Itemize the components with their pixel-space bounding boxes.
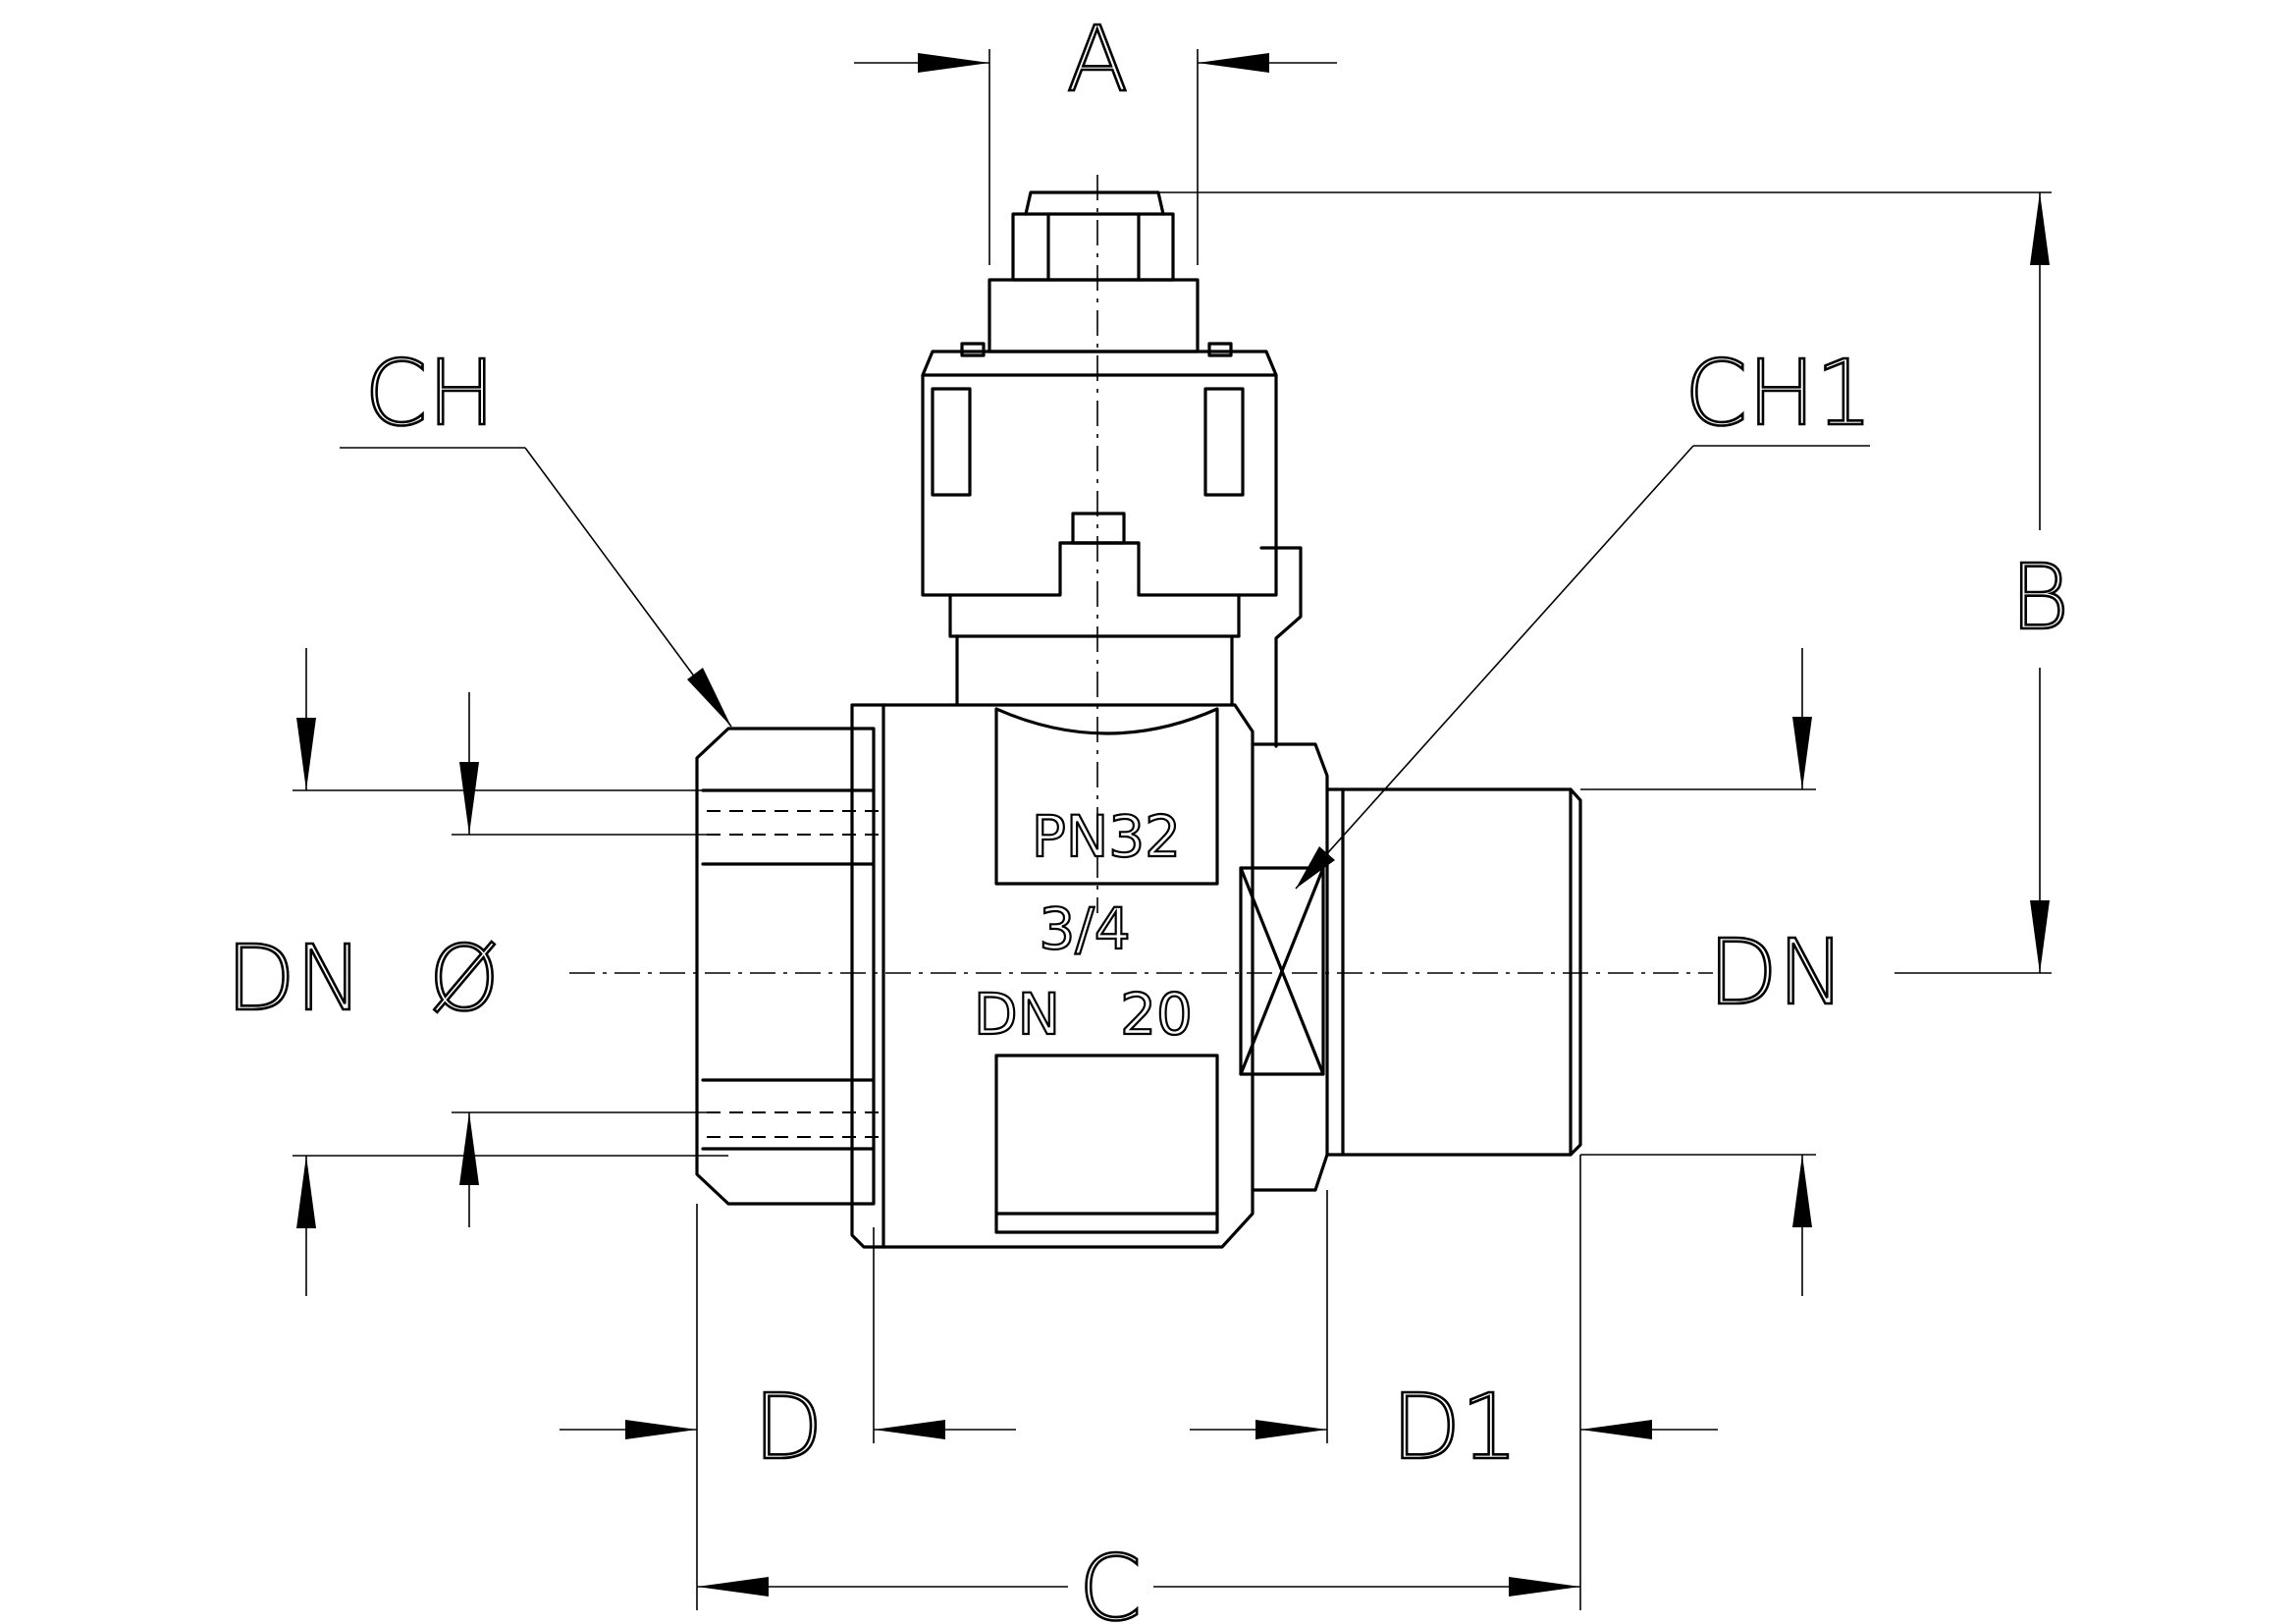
marking-pressure: PN32: [1032, 803, 1181, 870]
stem-block: [988, 278, 1200, 353]
label-DN-left: DN: [226, 926, 363, 1031]
label-D: D: [754, 1375, 824, 1480]
dimension-lines: [293, 49, 2052, 1610]
marking-size: 3/4: [1039, 895, 1130, 962]
male-end: [1325, 787, 1582, 1157]
label-B: B: [2010, 545, 2069, 650]
labels: A B C D D1 CH CH1 DN Ø DN PN32 3/4 DN 20: [225, 6, 2071, 1624]
label-CH1: CH1: [1684, 341, 1873, 446]
female-end-hex: [695, 727, 876, 1206]
lower-plate: [994, 1054, 1219, 1234]
marking-dn-value: 20: [1120, 981, 1193, 1048]
marking-dn-prefix: DN: [974, 981, 1060, 1048]
label-C: C: [1079, 1536, 1142, 1624]
marking-plate: [994, 707, 1219, 886]
label-diameter: Ø: [429, 926, 500, 1031]
label-D1: D1: [1391, 1375, 1518, 1480]
valve-outline: [695, 190, 1582, 1249]
label-CH: CH: [364, 341, 495, 446]
valve-body: [850, 703, 1255, 1249]
label-DN-right: DN: [1708, 920, 1845, 1025]
stem-nut: [1011, 212, 1175, 282]
hex-collar: [1251, 742, 1329, 1192]
label-A: A: [1067, 7, 1129, 112]
